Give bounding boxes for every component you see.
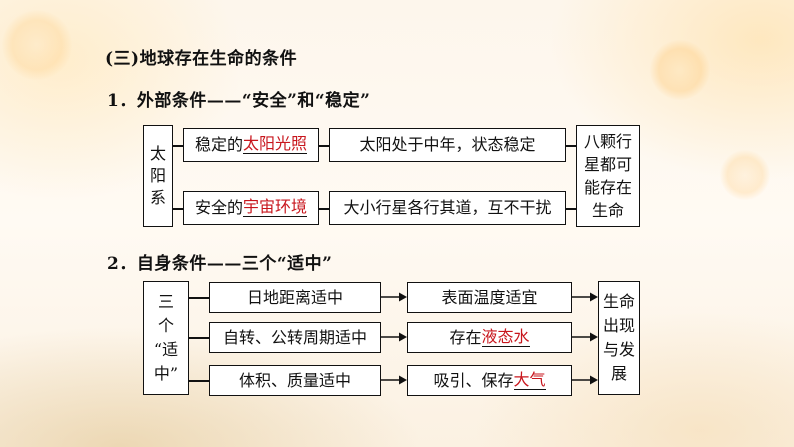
section1-result: 八颗行 星都可 能存在 生命 <box>576 125 640 227</box>
connector-line <box>566 208 576 210</box>
section2-heading: 2．自身条件——三个“适中” <box>107 254 333 274</box>
page-title: (三)地球存在生命的条件 <box>105 49 298 69</box>
arrow-icon <box>381 332 407 342</box>
connector-line <box>319 208 329 210</box>
blossom-decoration <box>2 10 72 80</box>
cause-box: 体积、质量适中 <box>209 365 381 396</box>
connector-line <box>566 145 576 147</box>
section2-result: 生命 出现 与发 展 <box>598 281 640 395</box>
effect-box: 存在液态水 <box>407 322 572 353</box>
section2-left-label: 三 个 “适 中” <box>143 281 189 395</box>
connector-line <box>173 145 183 147</box>
arrow-icon <box>572 332 598 342</box>
effect-box: 吸引、保存大气 <box>407 365 572 396</box>
key-term: 大气 <box>513 369 546 390</box>
key-term: 液态水 <box>481 326 530 347</box>
connector-line <box>173 208 183 210</box>
section1-left-label: 太 阳 系 <box>143 125 173 227</box>
cause-box: 自转、公转周期适中 <box>209 322 381 353</box>
connector-line <box>189 380 209 382</box>
section1-heading: 1．外部条件——“安全”和“稳定” <box>107 91 371 111</box>
cause-box: 安全的宇宙环境 <box>183 191 319 225</box>
cause-box: 日地距离适中 <box>209 282 381 313</box>
arrow-icon <box>572 375 598 385</box>
arrow-icon <box>381 375 407 385</box>
blossom-decoration <box>720 150 770 200</box>
connector-line <box>189 297 209 299</box>
effect-box: 大小行星各行其道，互不干扰 <box>329 191 566 225</box>
connector-line <box>189 337 209 339</box>
arrow-icon <box>572 292 598 302</box>
effect-box: 表面温度适宜 <box>407 282 572 313</box>
effect-box: 太阳处于中年，状态稳定 <box>329 128 566 162</box>
arrow-icon <box>381 292 407 302</box>
blossom-decoration <box>650 40 710 100</box>
key-term: 宇宙环境 <box>243 197 308 217</box>
cause-box: 稳定的太阳光照 <box>183 128 319 162</box>
connector-line <box>319 145 329 147</box>
key-term: 太阳光照 <box>243 134 308 154</box>
